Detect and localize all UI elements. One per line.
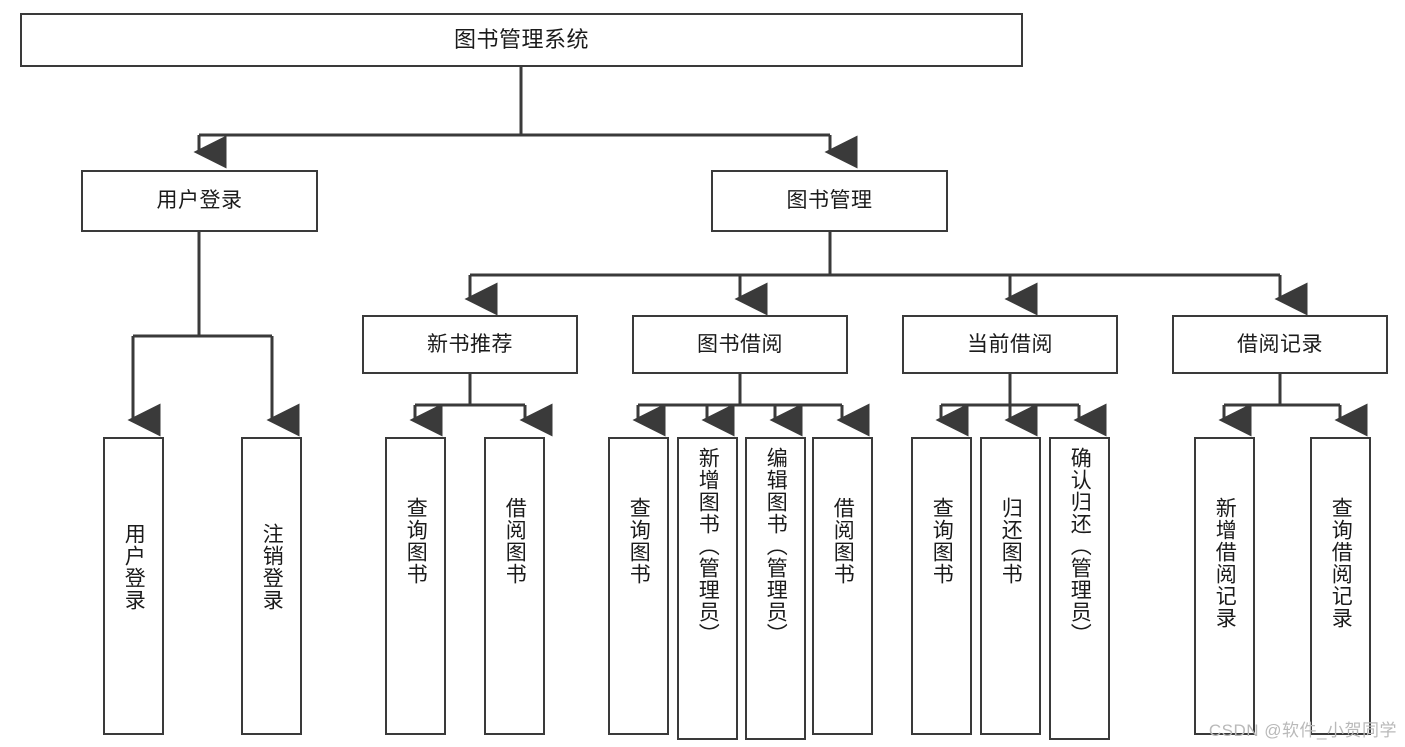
leaf-borrow-edit-book-admin[interactable]: 编辑图书（管理员）: [745, 437, 806, 740]
node-label: 借阅图书: [831, 497, 855, 585]
leaf-borrow-query-book[interactable]: 查询图书: [608, 437, 669, 735]
node-book-borrow[interactable]: 图书借阅: [632, 315, 848, 374]
leaf-borrow-borrow-book[interactable]: 借阅图书: [812, 437, 873, 735]
node-label: 查询借阅记录: [1329, 497, 1353, 629]
node-label: 查询图书: [404, 497, 428, 585]
node-label: 新书推荐: [427, 332, 513, 356]
node-label: 图书借阅: [697, 332, 783, 356]
node-label: 借阅记录: [1237, 332, 1323, 356]
node-label: 新增图书（管理员）: [696, 447, 720, 645]
node-borrow-records[interactable]: 借阅记录: [1172, 315, 1388, 374]
node-new-book-recommend[interactable]: 新书推荐: [362, 315, 578, 374]
node-label: 查询图书: [627, 497, 651, 585]
node-root-system[interactable]: 图书管理系统: [20, 13, 1023, 67]
node-label: 用户登录: [156, 189, 243, 213]
node-current-borrow[interactable]: 当前借阅: [902, 315, 1118, 374]
node-label: 图书管理: [786, 189, 873, 213]
leaf-records-query-record[interactable]: 查询借阅记录: [1310, 437, 1371, 735]
node-label: 归还图书: [999, 497, 1023, 585]
leaf-user-login[interactable]: 用户登录: [103, 437, 164, 735]
node-label: 图书管理系统: [453, 26, 589, 52]
leaf-recommend-query-book[interactable]: 查询图书: [385, 437, 446, 735]
leaf-current-confirm-return-admin[interactable]: 确认归还（管理员）: [1049, 437, 1110, 740]
node-label: 借阅图书: [503, 497, 527, 585]
watermark-text: CSDN @软件_小贺同学: [1208, 721, 1397, 740]
leaf-current-query-book[interactable]: 查询图书: [911, 437, 972, 735]
node-label: 确认归还（管理员）: [1068, 447, 1092, 645]
node-label: 编辑图书（管理员）: [764, 447, 788, 645]
node-label: 用户登录: [122, 523, 146, 611]
leaf-records-add-record[interactable]: 新增借阅记录: [1194, 437, 1255, 735]
leaf-borrow-add-book-admin[interactable]: 新增图书（管理员）: [677, 437, 738, 740]
node-label: 注销登录: [260, 523, 284, 611]
node-book-management[interactable]: 图书管理: [711, 170, 948, 232]
node-user-login[interactable]: 用户登录: [81, 170, 318, 232]
node-label: 当前借阅: [967, 332, 1053, 356]
leaf-user-logout[interactable]: 注销登录: [241, 437, 302, 735]
leaf-recommend-borrow-book[interactable]: 借阅图书: [484, 437, 545, 735]
leaf-current-return-book[interactable]: 归还图书: [980, 437, 1041, 735]
node-label: 新增借阅记录: [1213, 497, 1237, 629]
node-label: 查询图书: [930, 497, 954, 585]
